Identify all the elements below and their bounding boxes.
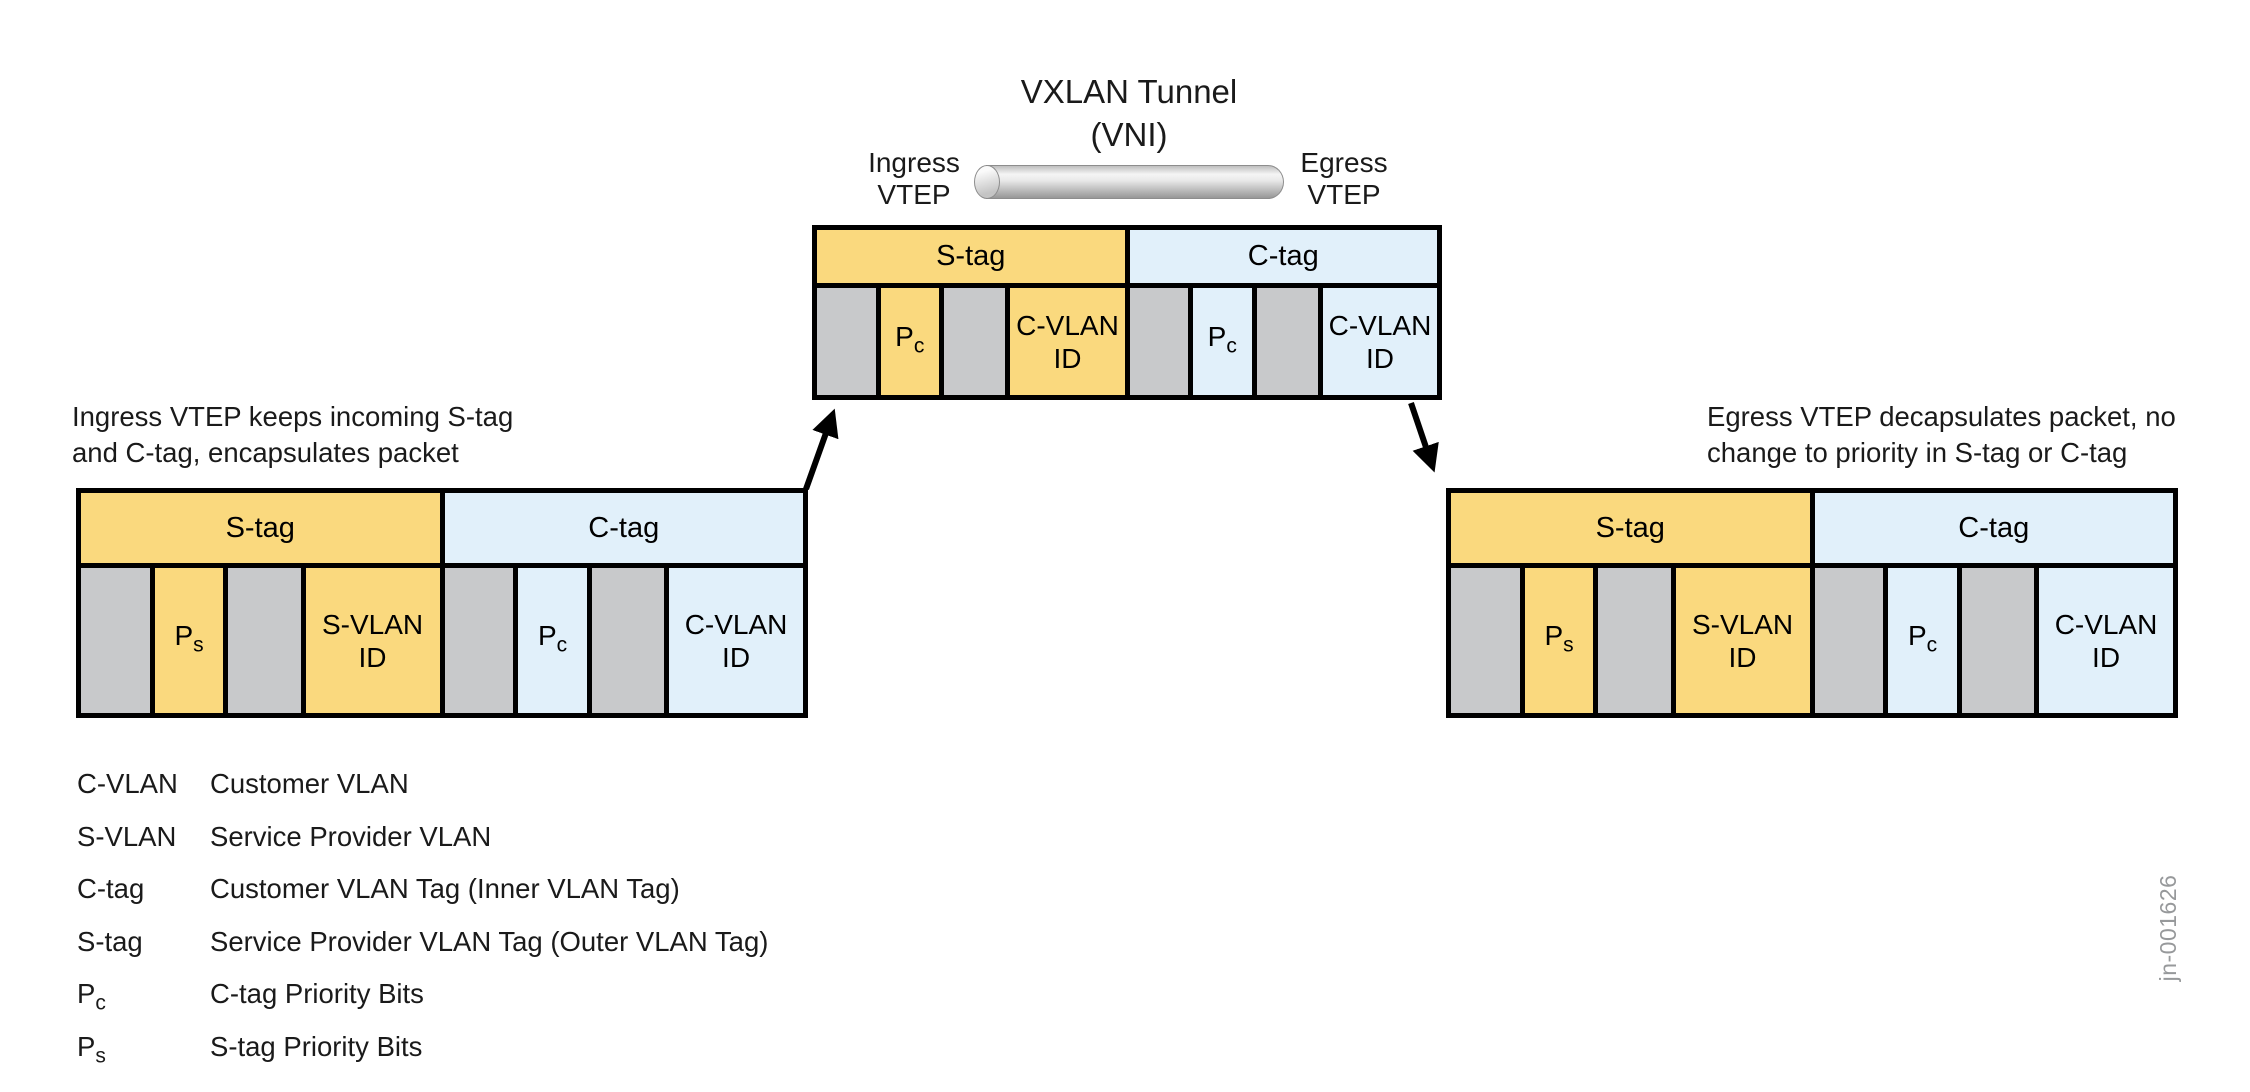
s-tag-header: S-tag: [817, 230, 1125, 283]
egress-caption-line2: change to priority in S-tag or C-tag: [1707, 437, 2128, 468]
vlan-id-field: S-VLAN ID: [300, 568, 440, 713]
c-tag-header: C-tag: [1124, 230, 1437, 283]
tag-header-row: S-tag C-tag: [81, 493, 803, 568]
tag-header-row: S-tag C-tag: [1451, 493, 2173, 568]
legend-definition: C-tag Priority Bits: [210, 978, 424, 1009]
priority-field: Pc: [1188, 288, 1252, 395]
vlan-id-field: C-VLAN ID: [1005, 288, 1125, 395]
tag-header-row: S-tag C-tag: [817, 230, 1437, 288]
priority-field: Pc: [513, 568, 587, 713]
legend-term: Pc: [77, 978, 106, 1015]
egress-caption-line1: Egress VTEP decapsulates packet, no: [1707, 401, 2176, 432]
priority-field: Pc: [875, 288, 939, 395]
ingress-packet-table: S-tag C-tag Ps S-VLAN ID Pc C-VLAN ID: [76, 488, 808, 718]
legend-term: S-VLAN: [77, 820, 177, 852]
ingress-caption-line1: Ingress VTEP keeps incoming S-tag: [72, 401, 514, 432]
legend-definition: Service Provider VLAN Tag (Outer VLAN Ta…: [210, 925, 769, 957]
tag-fields-row: Ps S-VLAN ID Pc C-VLAN ID: [81, 568, 804, 713]
cylinder-body: [986, 165, 1284, 199]
legend: C-VLAN Customer VLAN S-VLAN Service Prov…: [77, 762, 768, 1077]
s-tag-header: S-tag: [81, 493, 440, 563]
blank-field: [1956, 568, 2035, 713]
priority-field: Pc: [1883, 568, 1957, 713]
ingress-caption: Ingress VTEP keeps incoming S-tag and C-…: [72, 399, 513, 471]
blank-field: [1593, 568, 1671, 713]
egress-caption: Egress VTEP decapsulates packet, no chan…: [1707, 399, 2176, 471]
vlan-id-field: S-VLAN ID: [1670, 568, 1810, 713]
legend-definition: Customer VLAN: [210, 768, 409, 799]
vlan-id-field: C-VLAN ID: [1317, 288, 1437, 395]
ingress-label-line1: Ingress: [868, 147, 960, 178]
tunnel-title-line1: VXLAN Tunnel: [1020, 73, 1238, 110]
blank-field: [1809, 568, 1884, 713]
legend-term: Ps: [77, 1030, 106, 1068]
legend-definition: S-tag Priority Bits: [210, 1030, 423, 1062]
blank-field: [439, 568, 514, 713]
vlan-id-field: C-VLAN ID: [664, 568, 804, 713]
priority-field: Ps: [149, 568, 224, 713]
c-tag-header: C-tag: [439, 493, 803, 563]
blank-field: [1451, 568, 1520, 713]
tunnel-cylinder-icon: [974, 165, 1284, 199]
encapsulated-packet-table: S-tag C-tag Pc C-VLAN ID Pc C-VLAN ID: [812, 225, 1442, 400]
cylinder-end-cap: [974, 165, 1000, 199]
egress-label-line1: Egress: [1300, 147, 1388, 178]
figure-id-watermark: jn-001626: [2155, 874, 2181, 982]
s-tag-header: S-tag: [1451, 493, 1810, 563]
legend-term: C-tag: [77, 873, 145, 904]
legend-term: S-tag: [77, 925, 143, 957]
egress-label-line2: VTEP: [1307, 179, 1381, 210]
blank-field: [817, 288, 876, 395]
tunnel-to-egress-arrow: [1408, 402, 1439, 473]
legend-definition: Service Provider VLAN: [210, 820, 492, 852]
blank-field: [223, 568, 301, 713]
blank-field: [1251, 288, 1318, 395]
tag-fields-row: Pc C-VLAN ID Pc C-VLAN ID: [817, 288, 1437, 395]
ingress-caption-line2: and C-tag, encapsulates packet: [72, 437, 459, 468]
blank-field: [586, 568, 665, 713]
ingress-to-tunnel-arrow: [803, 408, 839, 491]
blank-field: [939, 288, 1006, 395]
c-tag-header: C-tag: [1809, 493, 2173, 563]
ingress-vtep-label: Ingress VTEP: [856, 147, 972, 211]
ingress-label-line2: VTEP: [877, 179, 951, 210]
tunnel-title-line2: (VNI): [1090, 116, 1168, 153]
tunnel-title: VXLAN Tunnel (VNI): [904, 70, 1354, 156]
legend-term: C-VLAN: [77, 768, 178, 799]
egress-packet-table: S-tag C-tag Ps S-VLAN ID Pc C-VLAN ID: [1446, 488, 2178, 718]
tag-fields-row: Ps S-VLAN ID Pc C-VLAN ID: [1451, 568, 2174, 713]
legend-definition: Customer VLAN Tag (Inner VLAN Tag): [210, 873, 680, 904]
egress-vtep-label: Egress VTEP: [1286, 147, 1402, 211]
blank-field: [81, 568, 150, 713]
vlan-id-field: C-VLAN ID: [2034, 568, 2174, 713]
priority-field: Ps: [1519, 568, 1594, 713]
blank-field: [1124, 288, 1188, 395]
